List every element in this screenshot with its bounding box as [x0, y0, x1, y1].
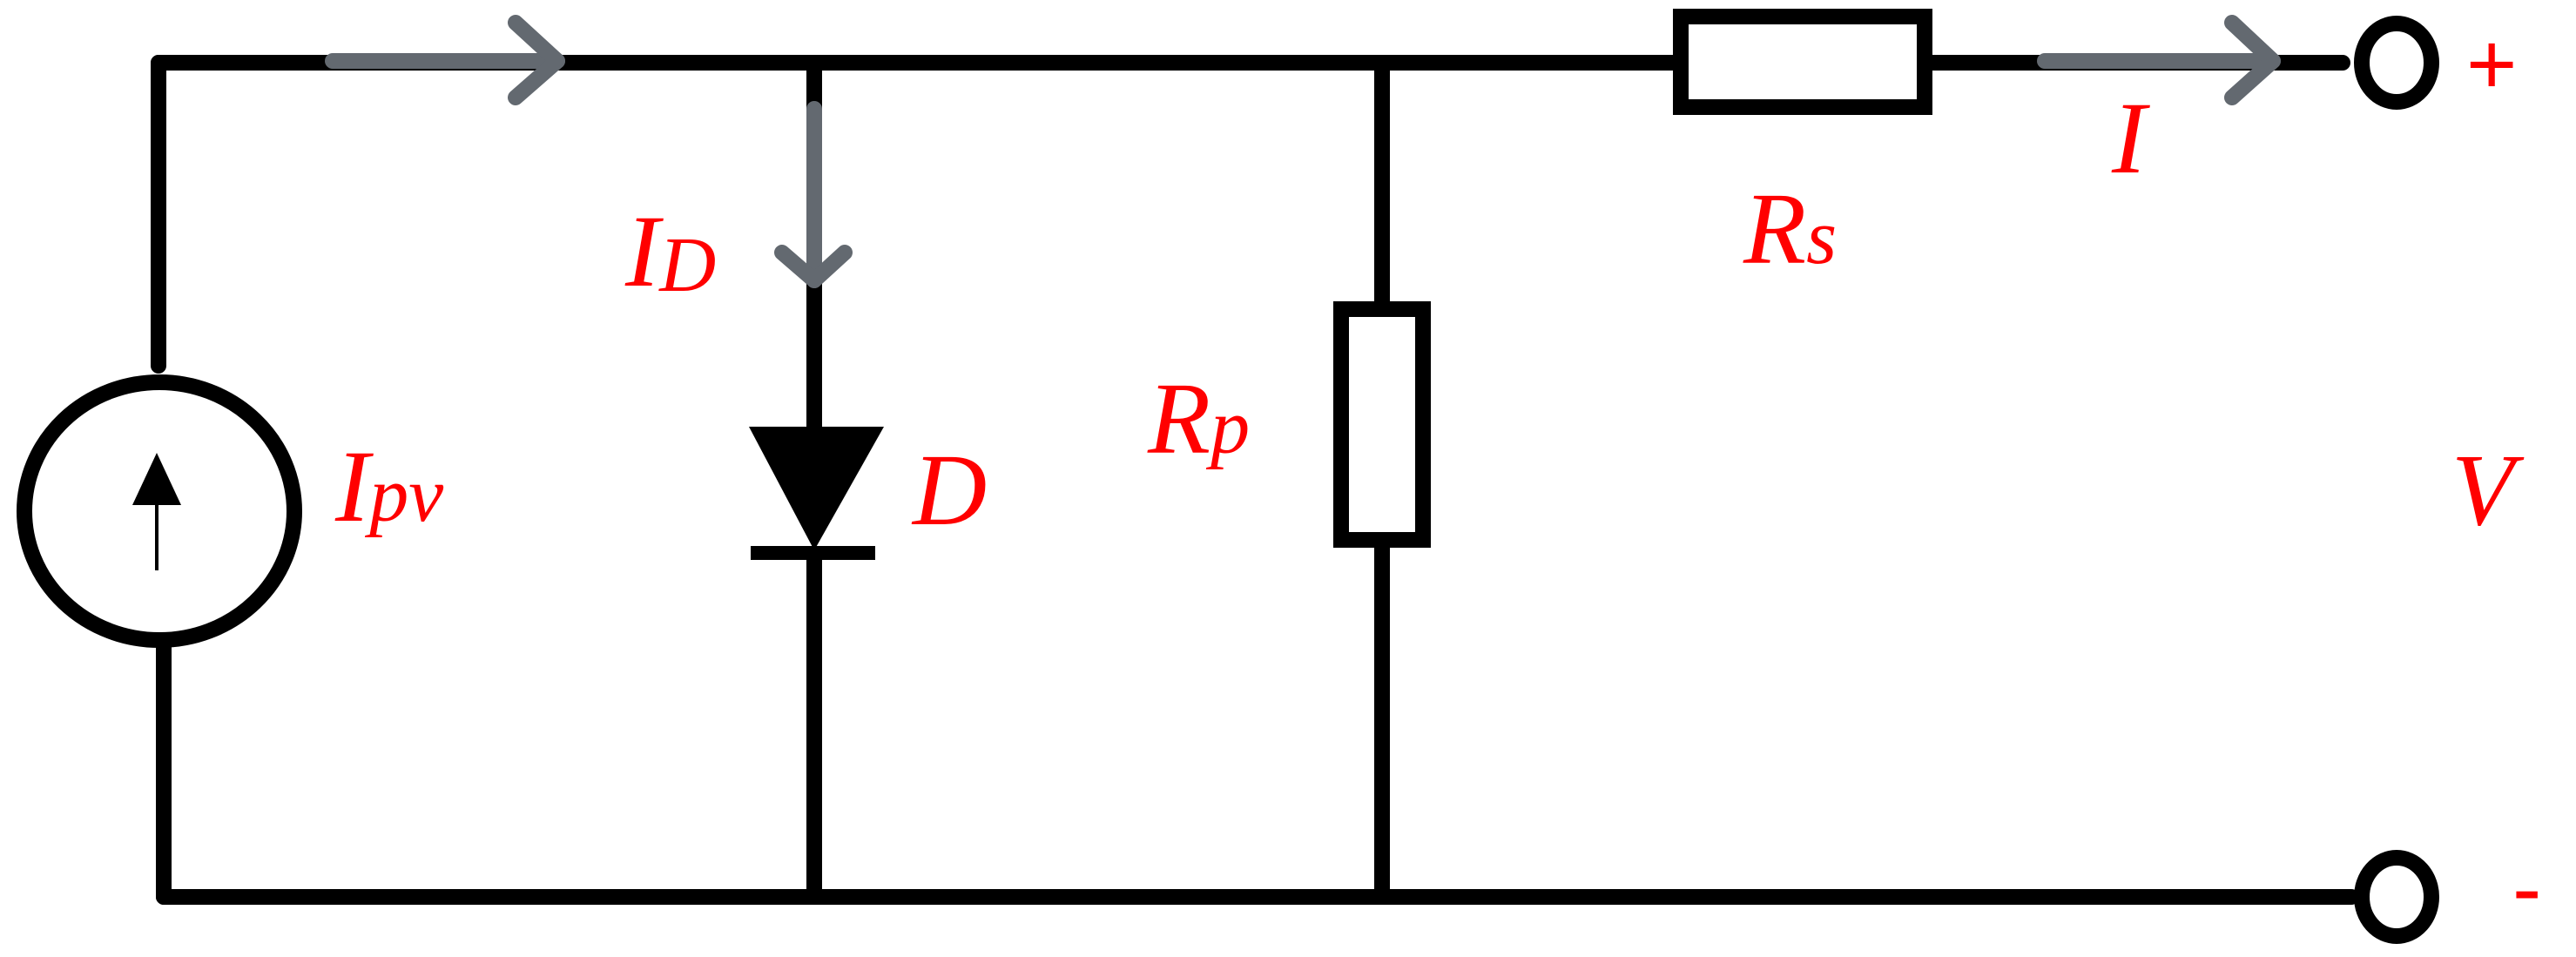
current-source-icon [17, 374, 302, 648]
positive-terminal-icon [2354, 16, 2439, 110]
source-label: Ipv [334, 429, 443, 543]
diode-current-label: ID [624, 194, 716, 308]
source-current-arrow-icon [325, 15, 565, 105]
resistor-rp-icon [1333, 301, 1431, 548]
rs-label: Rs [1743, 172, 1837, 286]
diode-icon [749, 427, 884, 560]
source-branch-wire [151, 55, 172, 905]
output-current-label: I [2111, 81, 2150, 195]
resistor-rs-icon [1673, 9, 1932, 115]
rp-label: Rp [1147, 361, 1250, 475]
output-current-arrow-icon [2037, 15, 2281, 105]
voltage-label: V [2451, 433, 2525, 547]
diode-label: D [911, 433, 987, 547]
minus-label: - [2512, 839, 2541, 937]
negative-terminal-icon [2354, 850, 2439, 944]
diode-current-arrow-icon [774, 101, 853, 288]
plus-label: + [2466, 16, 2517, 113]
